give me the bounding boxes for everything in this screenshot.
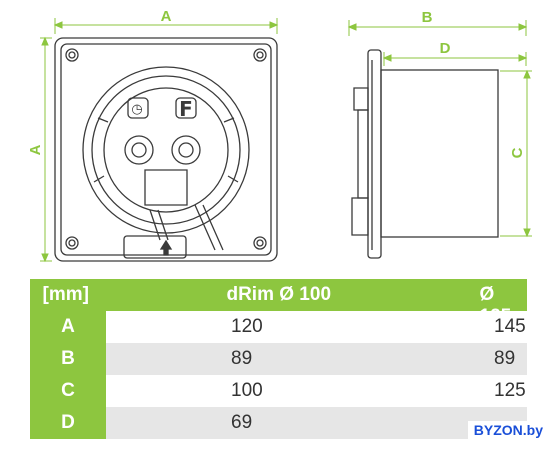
value-drim-125: 125 (494, 380, 526, 401)
row-key: C (30, 375, 106, 407)
side-dimension-c (500, 69, 532, 238)
front-dimension-a-top (53, 18, 279, 34)
header-unit: [mm] (30, 279, 102, 311)
table-row: B 89 89 (30, 343, 527, 375)
dim-label-a-top: A (161, 8, 172, 25)
row-key: D (30, 407, 106, 439)
dimension-table: [mm] dRim Ø 100 dRim Ø 125 A 120 145 B 8… (30, 262, 527, 439)
row-key: A (30, 311, 106, 343)
value-drim-100: 120 (231, 316, 263, 337)
f-symbol-icon: F (179, 97, 193, 121)
side-dimension-b (347, 20, 528, 36)
front-dimension-a-side (40, 36, 52, 263)
fan-technical-drawing: A A ◷ F B (27, 8, 532, 263)
fan-front-view (54, 37, 278, 262)
clock-icon: ◷ (131, 102, 142, 117)
watermark-link[interactable]: BYZON.by (467, 421, 549, 439)
value-drim-100: 69 (231, 412, 253, 433)
fan-side-view (351, 49, 499, 259)
header-drim-125: dRim Ø 125 (479, 262, 528, 327)
table-row: D 69 (30, 407, 527, 439)
side-dimension-d (382, 52, 528, 66)
dim-label-b: B (422, 9, 433, 26)
table-header-row: [mm] dRim Ø 100 dRim Ø 125 (30, 262, 527, 327)
dim-label-d: D (440, 40, 451, 57)
dim-label-a-side: A (27, 144, 44, 155)
table-row: A 120 145 (30, 311, 527, 343)
row-key: B (30, 343, 106, 375)
table-row: C 100 125 (30, 375, 527, 407)
value-drim-125: 89 (494, 348, 516, 369)
value-drim-100: 89 (231, 348, 253, 369)
dim-label-c: C (509, 147, 526, 158)
value-drim-125: 145 (494, 316, 526, 337)
header-drim-100: dRim Ø 100 (226, 284, 332, 305)
value-drim-100: 100 (231, 380, 263, 401)
